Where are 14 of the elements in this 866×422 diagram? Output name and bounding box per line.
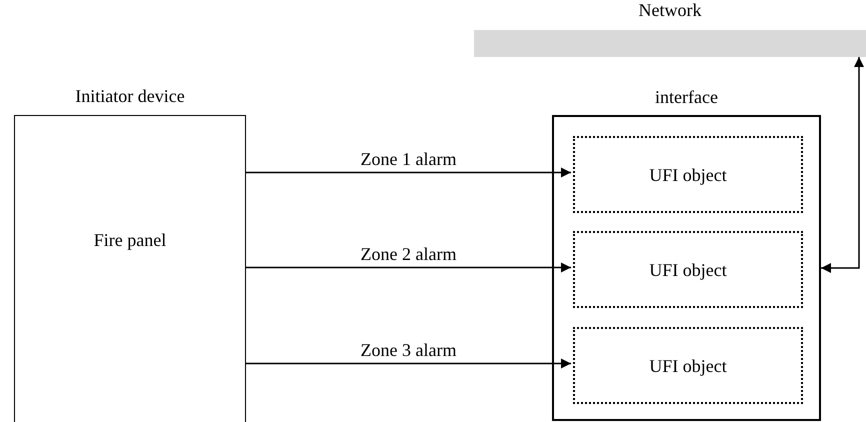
object-box — [573, 327, 803, 404]
object-box — [573, 136, 803, 213]
heading-text: Network — [638, 0, 702, 21]
heading-text: Initiator device — [74, 86, 186, 107]
arrow — [821, 57, 864, 273]
arrow — [246, 262, 571, 272]
arrow — [246, 358, 571, 368]
node-label: UFI object — [648, 164, 728, 186]
arrow — [246, 168, 571, 178]
node-label: UFI object — [648, 356, 728, 376]
node-label: UFI object — [648, 260, 728, 280]
heading-text: interface — [654, 87, 719, 108]
object-box — [573, 231, 803, 308]
node-label: Fire panel — [92, 230, 168, 250]
